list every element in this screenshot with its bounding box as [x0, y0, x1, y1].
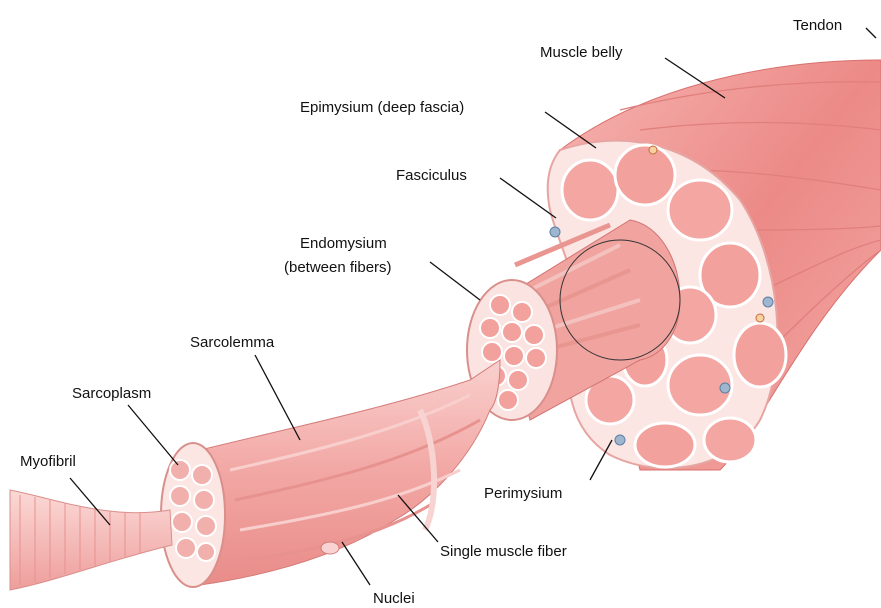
label-nuclei: Nuclei [373, 590, 415, 607]
label-myofibril: Myofibril [20, 453, 76, 470]
label-endomysium-line2: (between fibers) [284, 259, 392, 276]
label-single-muscle-fiber: Single muscle fiber [440, 543, 567, 560]
label-sarcoplasm: Sarcoplasm [72, 385, 151, 402]
label-fasciculus: Fasciculus [396, 167, 467, 184]
label-sarcolemma: Sarcolemma [190, 334, 275, 351]
label-epimysium: Epimysium (deep fascia) [300, 99, 464, 116]
label-muscle-belly: Muscle belly [540, 44, 623, 61]
myofibril [10, 490, 172, 590]
label-endomysium-line1: Endomysium [300, 235, 387, 252]
label-tendon: Tendon [793, 17, 842, 34]
label-perimysium: Perimysium [484, 485, 562, 502]
